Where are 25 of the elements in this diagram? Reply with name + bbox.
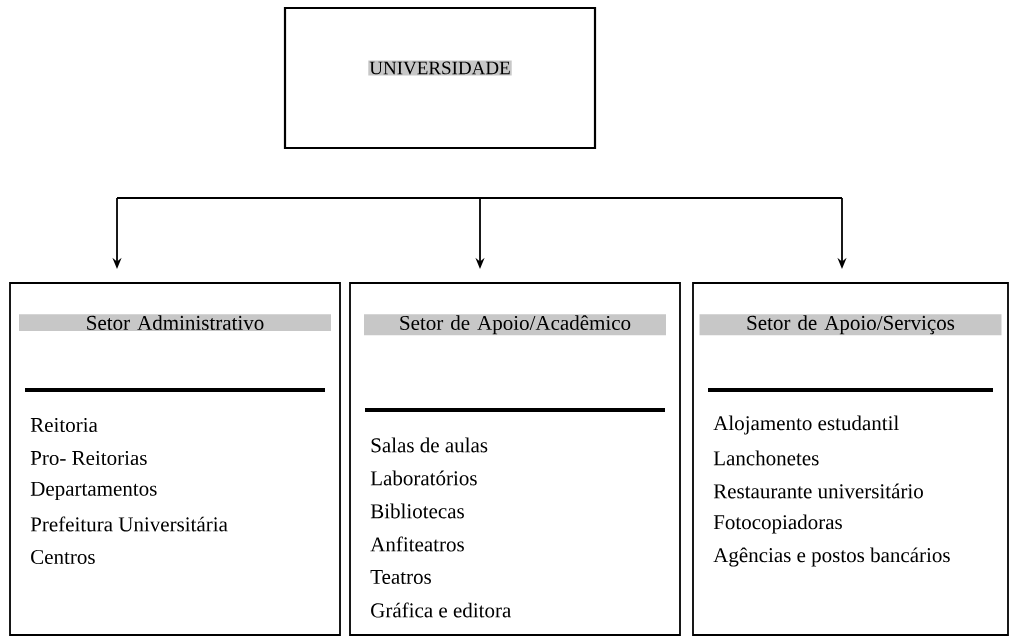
- heading: UNIVERSIDADE: [368, 60, 512, 76]
- list-item: Bibliotecas: [370, 503, 464, 519]
- section-box: [283, 6, 597, 150]
- list-item: Gráfica e editora: [371, 602, 511, 618]
- section-box: [9, 282, 341, 636]
- list-item: Anfiteatros: [370, 536, 464, 552]
- list-item: Reitoria: [30, 417, 98, 433]
- bus-line: [116, 197, 843, 199]
- list-item: Prefeitura Universitária: [30, 516, 228, 532]
- list-item: Restaurante universitário: [713, 483, 923, 499]
- list-item: Salas de aulas: [371, 437, 488, 453]
- list-item: Alojamento estudantil: [713, 415, 899, 435]
- section-box: [692, 282, 1009, 636]
- list-item: Centros: [31, 549, 95, 565]
- list-item: Departamentos: [30, 481, 157, 501]
- list-item: Agências e postos bancários: [713, 547, 950, 567]
- heading: Setor Administrativo: [19, 314, 331, 331]
- list-item: Pro- Reitorias: [30, 450, 147, 466]
- list-item: Fotocopiadoras: [713, 514, 842, 534]
- section-box: [349, 282, 681, 636]
- list-item: Teatros: [370, 570, 431, 584]
- heading: Setor de Apoio/Serviços: [699, 314, 1002, 336]
- heading: Setor de Apoio/Acadêmico: [364, 314, 666, 336]
- list-item: Laboratórios: [370, 470, 477, 486]
- list-item: Lanchonetes: [713, 450, 819, 466]
